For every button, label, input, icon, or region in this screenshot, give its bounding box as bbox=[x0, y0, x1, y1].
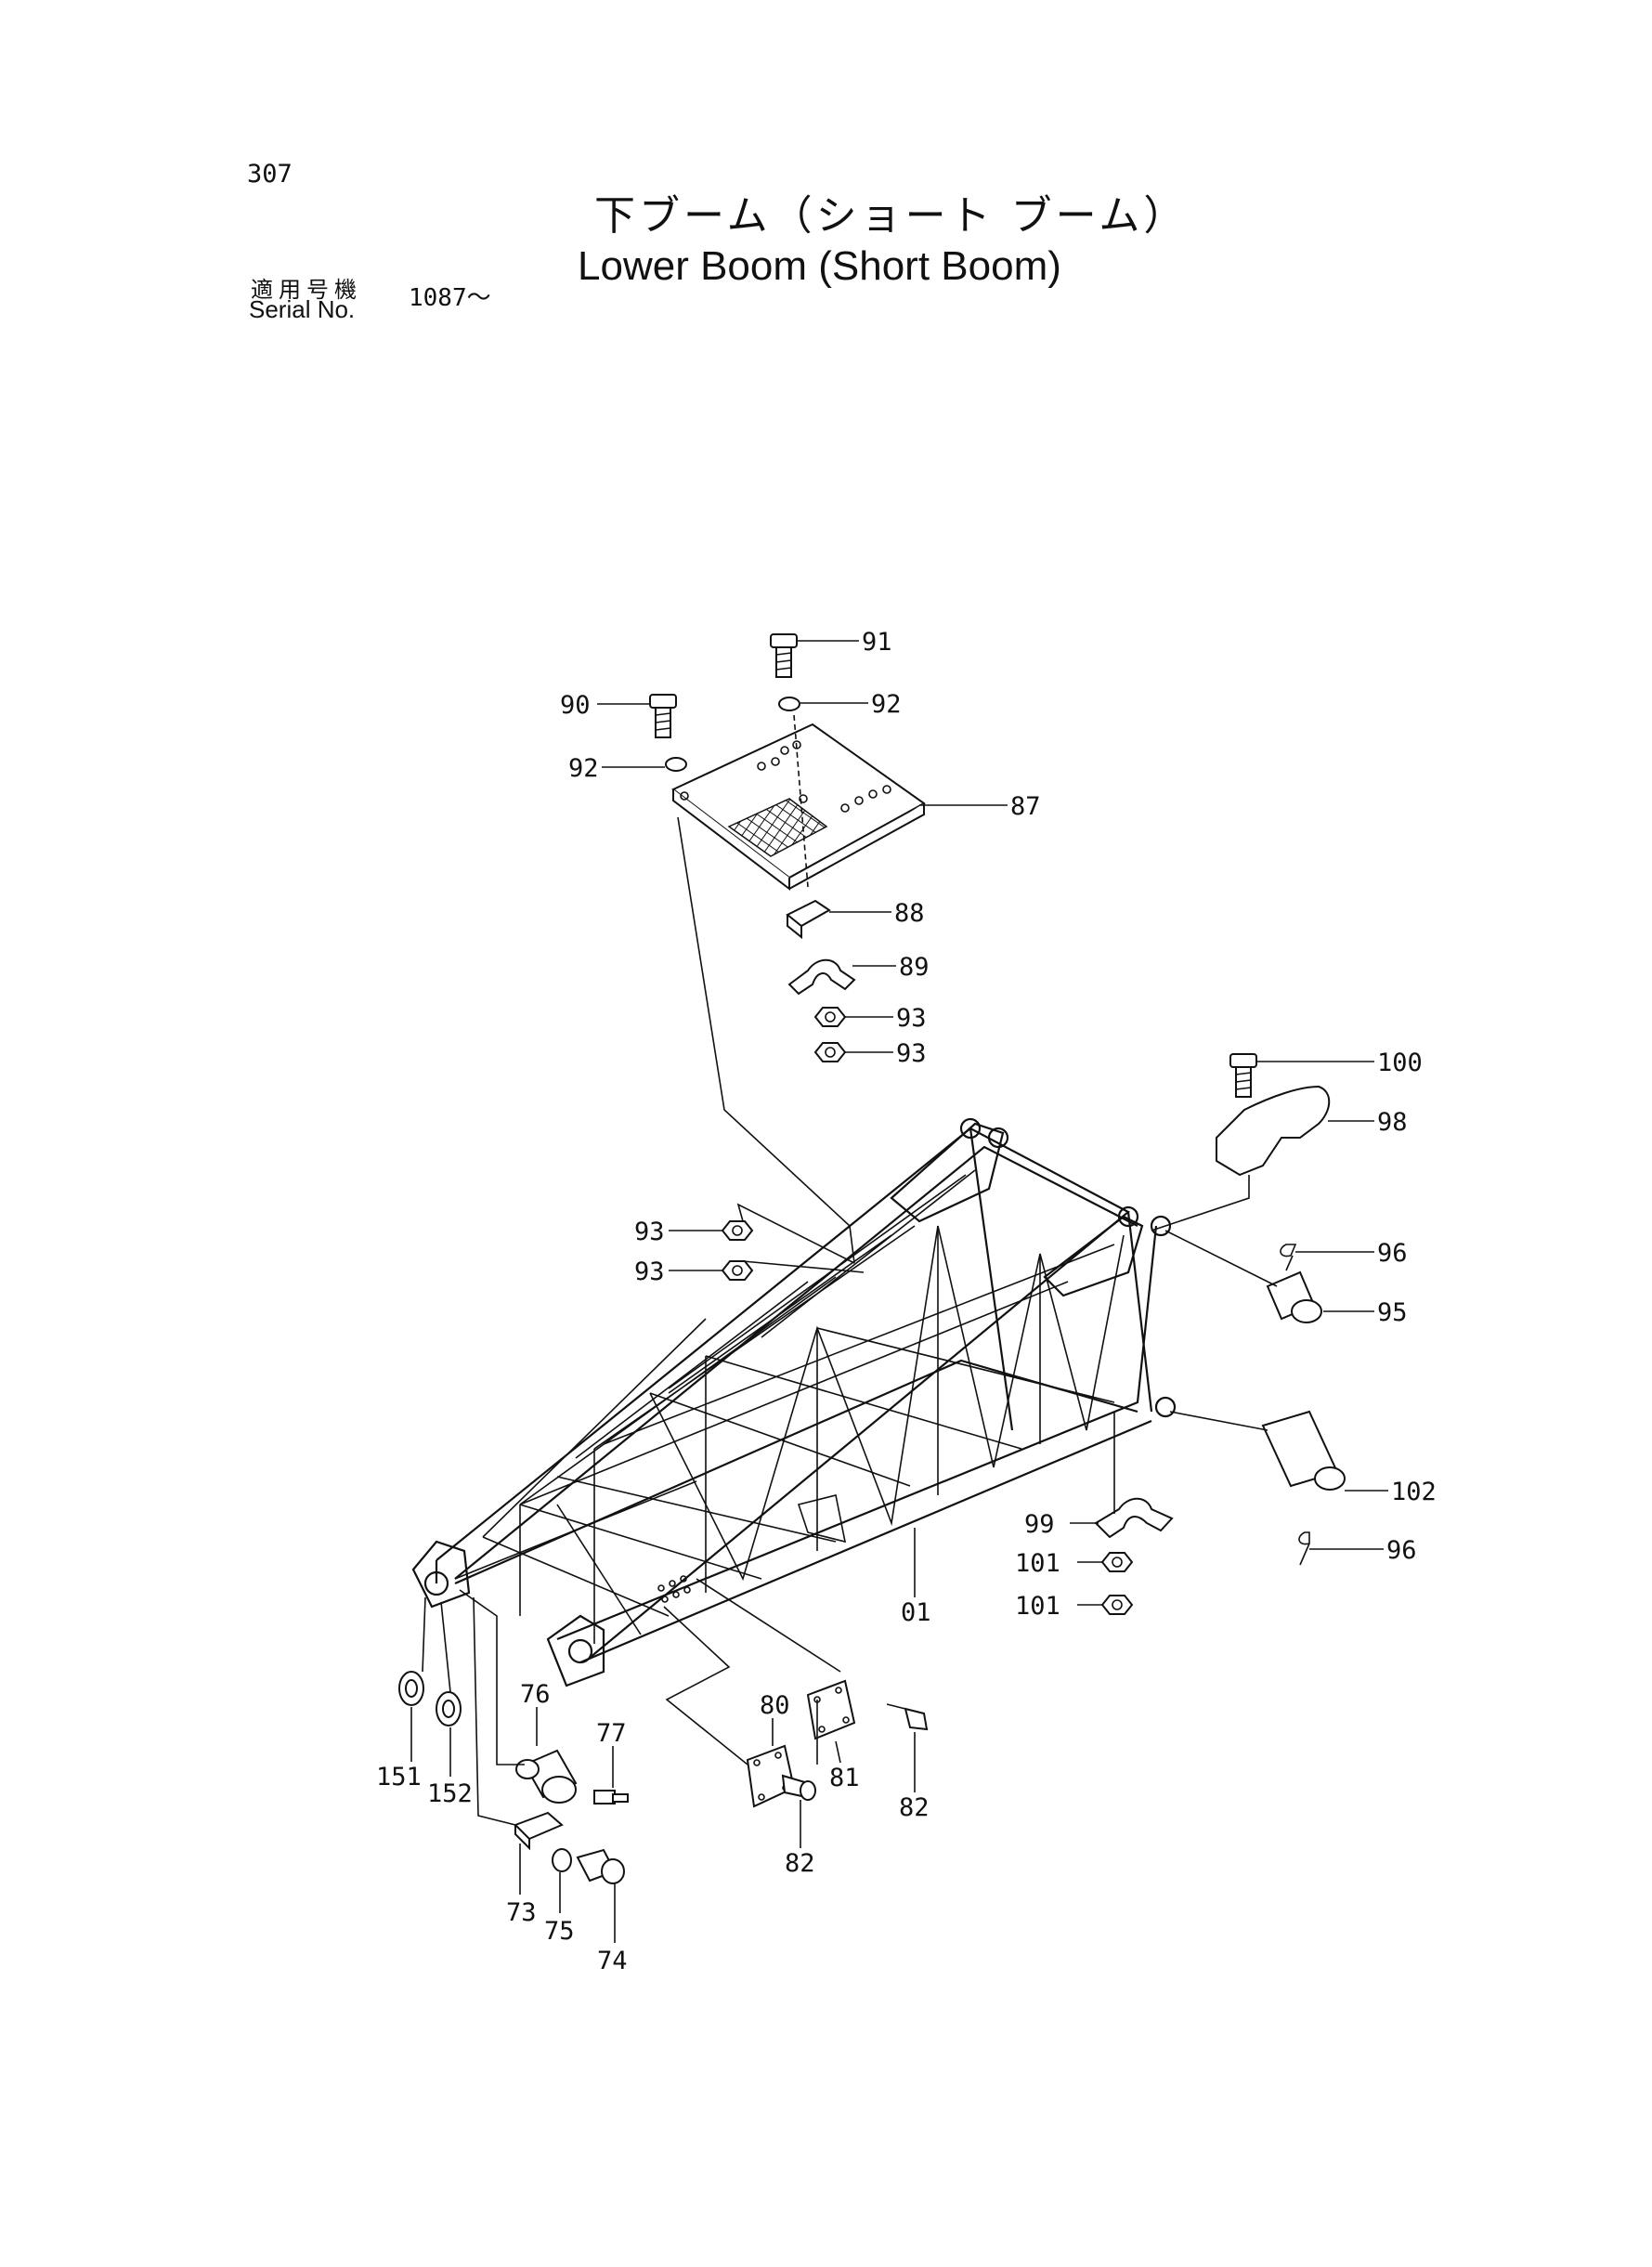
clip-96-upper bbox=[1280, 1244, 1297, 1271]
clip-96-lower bbox=[1298, 1531, 1310, 1566]
callout-101: 101 bbox=[1015, 1592, 1060, 1621]
callout-90: 90 bbox=[560, 691, 591, 720]
clamp-plate-88 bbox=[786, 899, 831, 940]
bushing-76 bbox=[515, 1749, 578, 1804]
callout-91: 91 bbox=[862, 628, 892, 657]
pin-102 bbox=[1261, 1410, 1346, 1491]
callout-89: 89 bbox=[899, 953, 930, 982]
callout-01: 01 bbox=[901, 1598, 931, 1627]
callout-100: 100 bbox=[1377, 1049, 1423, 1077]
plate-81 bbox=[806, 1679, 856, 1740]
bolt-90 bbox=[649, 694, 677, 738]
callout-80: 80 bbox=[760, 1691, 790, 1720]
washer-92-right bbox=[778, 697, 800, 711]
screw-82-right bbox=[886, 1703, 929, 1731]
callout-88: 88 bbox=[894, 899, 925, 928]
lower-boom-frame bbox=[411, 1117, 1177, 1687]
nut-93-a bbox=[813, 1007, 847, 1027]
page-number: 307 bbox=[247, 160, 293, 189]
callout-93: 93 bbox=[634, 1218, 665, 1246]
part-callouts: 91 90 92 92 87 88 89 93 93 100 98 93 93 … bbox=[376, 628, 1437, 1975]
callout-92: 92 bbox=[568, 754, 599, 783]
title-japanese: 下ブーム（ショート ブーム） bbox=[594, 192, 1189, 240]
bracket-98 bbox=[1216, 1085, 1331, 1177]
nut-93-b bbox=[813, 1042, 847, 1062]
callout-93: 93 bbox=[896, 1004, 927, 1033]
callout-93: 93 bbox=[634, 1257, 665, 1286]
callout-75: 75 bbox=[544, 1917, 575, 1946]
callout-99: 99 bbox=[1024, 1510, 1055, 1539]
clamp-89 bbox=[787, 958, 856, 996]
title-english: Lower Boom (Short Boom) bbox=[578, 243, 1061, 289]
callout-76: 76 bbox=[520, 1680, 551, 1709]
callout-74: 74 bbox=[597, 1947, 628, 1975]
catwalk-plate bbox=[671, 723, 926, 892]
callout-81: 81 bbox=[829, 1764, 860, 1792]
nut-101-b bbox=[1100, 1595, 1134, 1615]
callout-151: 151 bbox=[376, 1763, 422, 1791]
callout-82: 82 bbox=[899, 1793, 930, 1822]
washer-92-left bbox=[665, 757, 687, 772]
callout-leaders bbox=[410, 640, 1388, 1943]
callout-96: 96 bbox=[1386, 1536, 1417, 1565]
side-holes bbox=[657, 1575, 691, 1603]
callout-73: 73 bbox=[506, 1898, 537, 1927]
callout-93: 93 bbox=[896, 1039, 927, 1068]
screw-82-lower bbox=[781, 1774, 816, 1801]
nut-93-c bbox=[721, 1220, 754, 1241]
callout-101: 101 bbox=[1015, 1549, 1060, 1578]
bolt-100 bbox=[1229, 1053, 1257, 1098]
callout-87: 87 bbox=[1010, 792, 1041, 821]
callout-152: 152 bbox=[427, 1779, 473, 1808]
bolt-91 bbox=[770, 633, 798, 678]
callout-82: 82 bbox=[785, 1849, 815, 1878]
callout-95: 95 bbox=[1377, 1298, 1408, 1327]
grease-fitting-77 bbox=[593, 1790, 629, 1804]
callout-77: 77 bbox=[596, 1719, 627, 1748]
callout-96: 96 bbox=[1377, 1239, 1408, 1268]
plate-73 bbox=[514, 1811, 564, 1851]
serial-label-english: Serial No. bbox=[249, 295, 356, 323]
nut-101-a bbox=[1100, 1552, 1134, 1572]
callout-92: 92 bbox=[871, 690, 902, 719]
callout-98: 98 bbox=[1377, 1108, 1408, 1137]
serial-label-japanese: 適用号機 bbox=[251, 277, 362, 303]
washer-75 bbox=[552, 1848, 572, 1872]
clamp-99 bbox=[1094, 1497, 1174, 1539]
pin-95 bbox=[1266, 1270, 1322, 1323]
nut-93-d bbox=[721, 1260, 754, 1281]
bolt-74 bbox=[576, 1848, 625, 1884]
serial-number-value: 1087～ bbox=[409, 284, 491, 312]
callout-102: 102 bbox=[1391, 1478, 1437, 1506]
